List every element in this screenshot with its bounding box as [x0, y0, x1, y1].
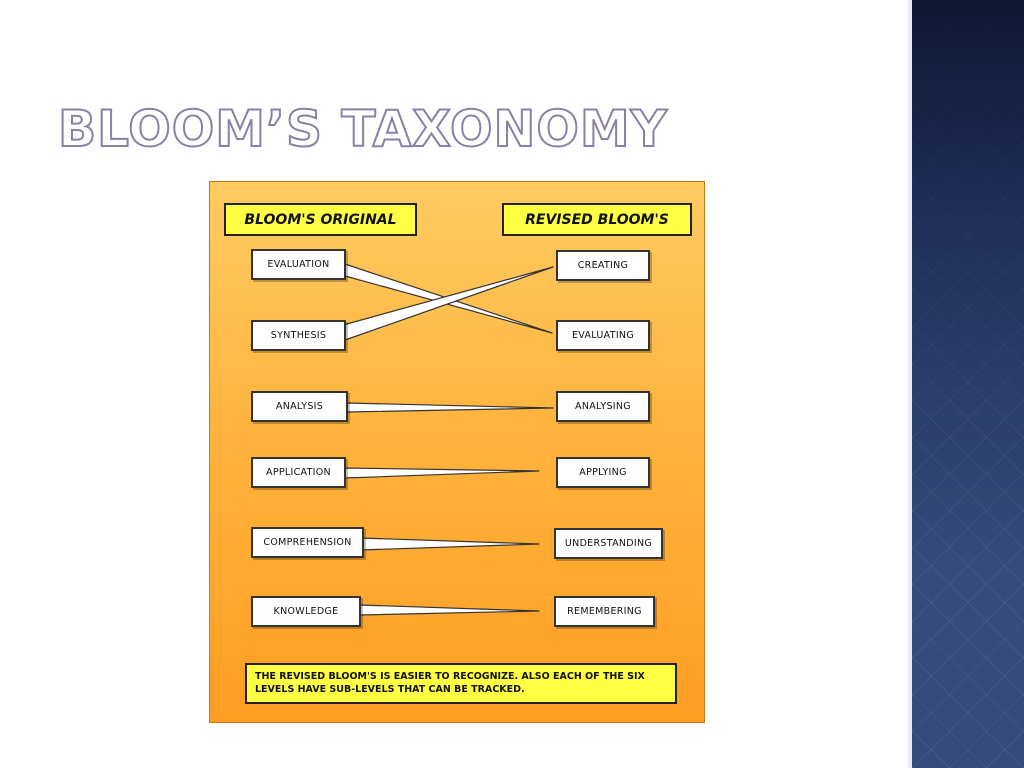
sidebar-edge [908, 0, 912, 768]
taxonomy-diagram: BLOOM'S ORIGINAL REVISED BLOOM'S Evaluat… [209, 181, 705, 723]
original-level-knowledge: Knowledge [251, 596, 361, 627]
explanation-note: The revised Bloom's is easier to recogni… [245, 663, 677, 704]
revised-level-applying: Applying [556, 457, 650, 488]
original-level-comprehension: Comprehension [251, 527, 364, 558]
connector-arrows [335, 263, 554, 616]
revised-level-analysing: Analysing [556, 391, 650, 422]
revised-header: REVISED BLOOM'S [502, 203, 692, 236]
original-header: BLOOM'S ORIGINAL [224, 203, 417, 236]
connector-comprehension-to-understanding [359, 537, 540, 551]
connector-analysis-to-analysing [346, 402, 554, 413]
original-level-evaluation: Evaluation [251, 249, 346, 280]
revised-level-remembering: Remembering [554, 596, 655, 627]
original-level-analysis: Analysis [251, 391, 348, 422]
decorative-sidebar [912, 0, 1024, 768]
connector-application-to-applying [344, 467, 540, 479]
revised-level-evaluating: Evaluating [556, 320, 650, 351]
slide-title: Bloom’s Taxonomy [57, 99, 668, 159]
revised-level-creating: Creating [556, 250, 650, 281]
original-level-synthesis: Synthesis [251, 320, 346, 351]
connector-knowledge-to-remembering [359, 604, 540, 616]
original-level-application: Application [251, 457, 346, 488]
revised-level-understanding: Understanding [554, 528, 663, 559]
